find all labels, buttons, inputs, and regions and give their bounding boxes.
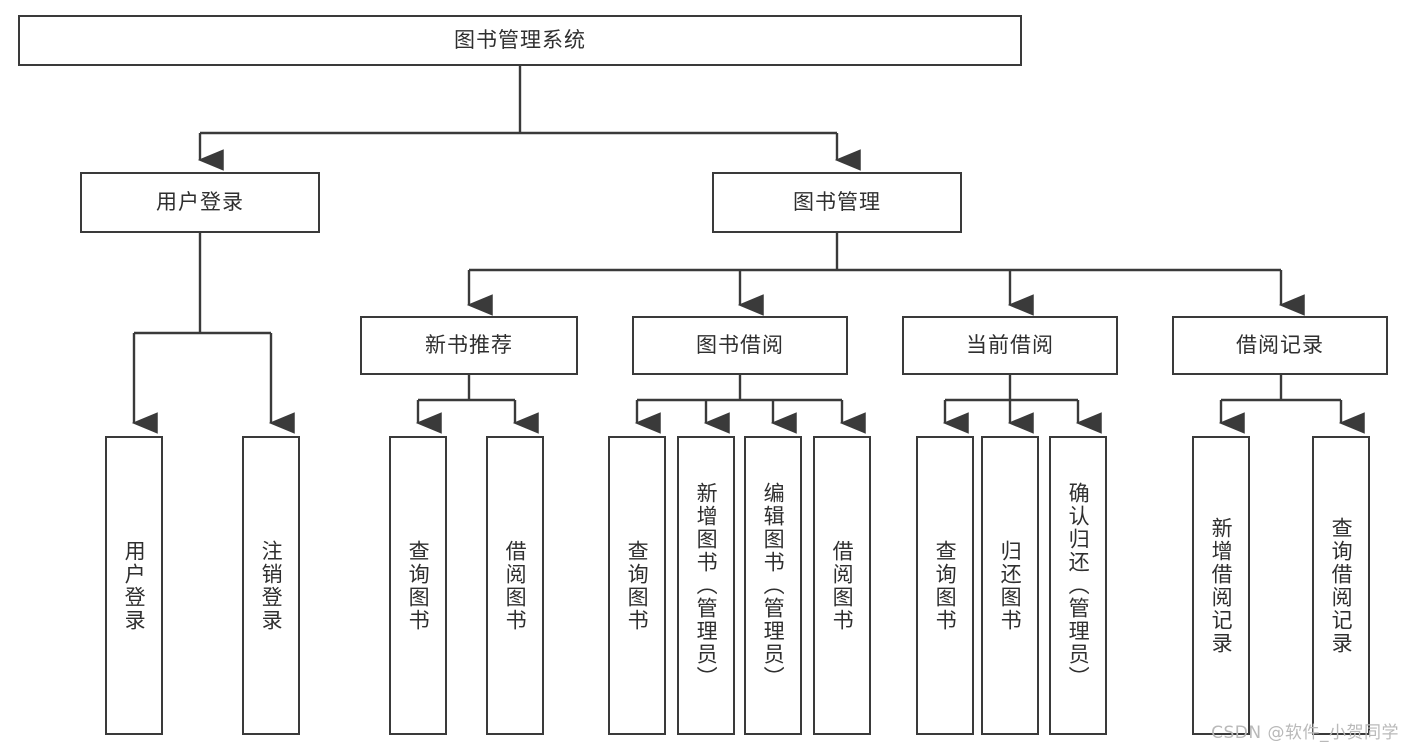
node-user-login[interactable]: 用户登录 bbox=[80, 172, 320, 233]
node-new-book-recommend-label: 新书推荐 bbox=[425, 332, 513, 357]
leaf-borrow-add-book-admin-label: 新增图书（管理员） bbox=[694, 482, 719, 689]
leaf-current-confirm-return-admin[interactable]: 确认归还（管理员） bbox=[1049, 436, 1107, 735]
node-book-management-label: 图书管理 bbox=[793, 189, 881, 214]
node-root[interactable]: 图书管理系统 bbox=[18, 15, 1022, 66]
leaf-record-add-record[interactable]: 新增借阅记录 bbox=[1192, 436, 1250, 735]
leaf-user-logout-label: 注销登录 bbox=[259, 539, 284, 632]
csdn-watermark: CSDN @软件_小贺同学 bbox=[1211, 723, 1399, 743]
node-current-borrow-label: 当前借阅 bbox=[966, 332, 1054, 357]
leaf-borrow-borrow-book-label: 借阅图书 bbox=[830, 539, 855, 632]
leaf-borrow-add-book-admin[interactable]: 新增图书（管理员） bbox=[677, 436, 735, 735]
leaf-user-login[interactable]: 用户登录 bbox=[105, 436, 163, 735]
leaf-current-return-book[interactable]: 归还图书 bbox=[981, 436, 1039, 735]
leaf-recommend-query-book-label: 查询图书 bbox=[406, 539, 431, 632]
leaf-borrow-edit-book-admin[interactable]: 编辑图书（管理员） bbox=[744, 436, 802, 735]
node-new-book-recommend[interactable]: 新书推荐 bbox=[360, 316, 578, 375]
node-book-management[interactable]: 图书管理 bbox=[712, 172, 962, 233]
leaf-borrow-borrow-book[interactable]: 借阅图书 bbox=[813, 436, 871, 735]
leaf-recommend-query-book[interactable]: 查询图书 bbox=[389, 436, 447, 735]
leaf-current-return-book-label: 归还图书 bbox=[998, 539, 1023, 632]
leaf-user-login-label: 用户登录 bbox=[122, 539, 147, 632]
leaf-current-query-book-label: 查询图书 bbox=[933, 539, 958, 632]
leaf-recommend-borrow-book-label: 借阅图书 bbox=[503, 539, 528, 632]
leaf-record-query-record[interactable]: 查询借阅记录 bbox=[1312, 436, 1370, 735]
leaf-current-confirm-return-admin-label: 确认归还（管理员） bbox=[1066, 482, 1091, 689]
leaf-record-add-record-label: 新增借阅记录 bbox=[1209, 516, 1234, 655]
leaf-recommend-borrow-book[interactable]: 借阅图书 bbox=[486, 436, 544, 735]
leaf-current-query-book[interactable]: 查询图书 bbox=[916, 436, 974, 735]
node-user-login-label: 用户登录 bbox=[156, 189, 244, 214]
node-borrow-record-label: 借阅记录 bbox=[1236, 332, 1324, 357]
leaf-user-logout[interactable]: 注销登录 bbox=[242, 436, 300, 735]
node-root-label: 图书管理系统 bbox=[454, 27, 586, 52]
leaf-borrow-edit-book-admin-label: 编辑图书（管理员） bbox=[761, 482, 786, 689]
leaf-record-query-record-label: 查询借阅记录 bbox=[1329, 516, 1354, 655]
node-borrow-record[interactable]: 借阅记录 bbox=[1172, 316, 1388, 375]
leaf-borrow-query-book[interactable]: 查询图书 bbox=[608, 436, 666, 735]
node-current-borrow[interactable]: 当前借阅 bbox=[902, 316, 1118, 375]
leaf-borrow-query-book-label: 查询图书 bbox=[625, 539, 650, 632]
node-book-borrow-label: 图书借阅 bbox=[696, 332, 784, 357]
node-book-borrow[interactable]: 图书借阅 bbox=[632, 316, 848, 375]
